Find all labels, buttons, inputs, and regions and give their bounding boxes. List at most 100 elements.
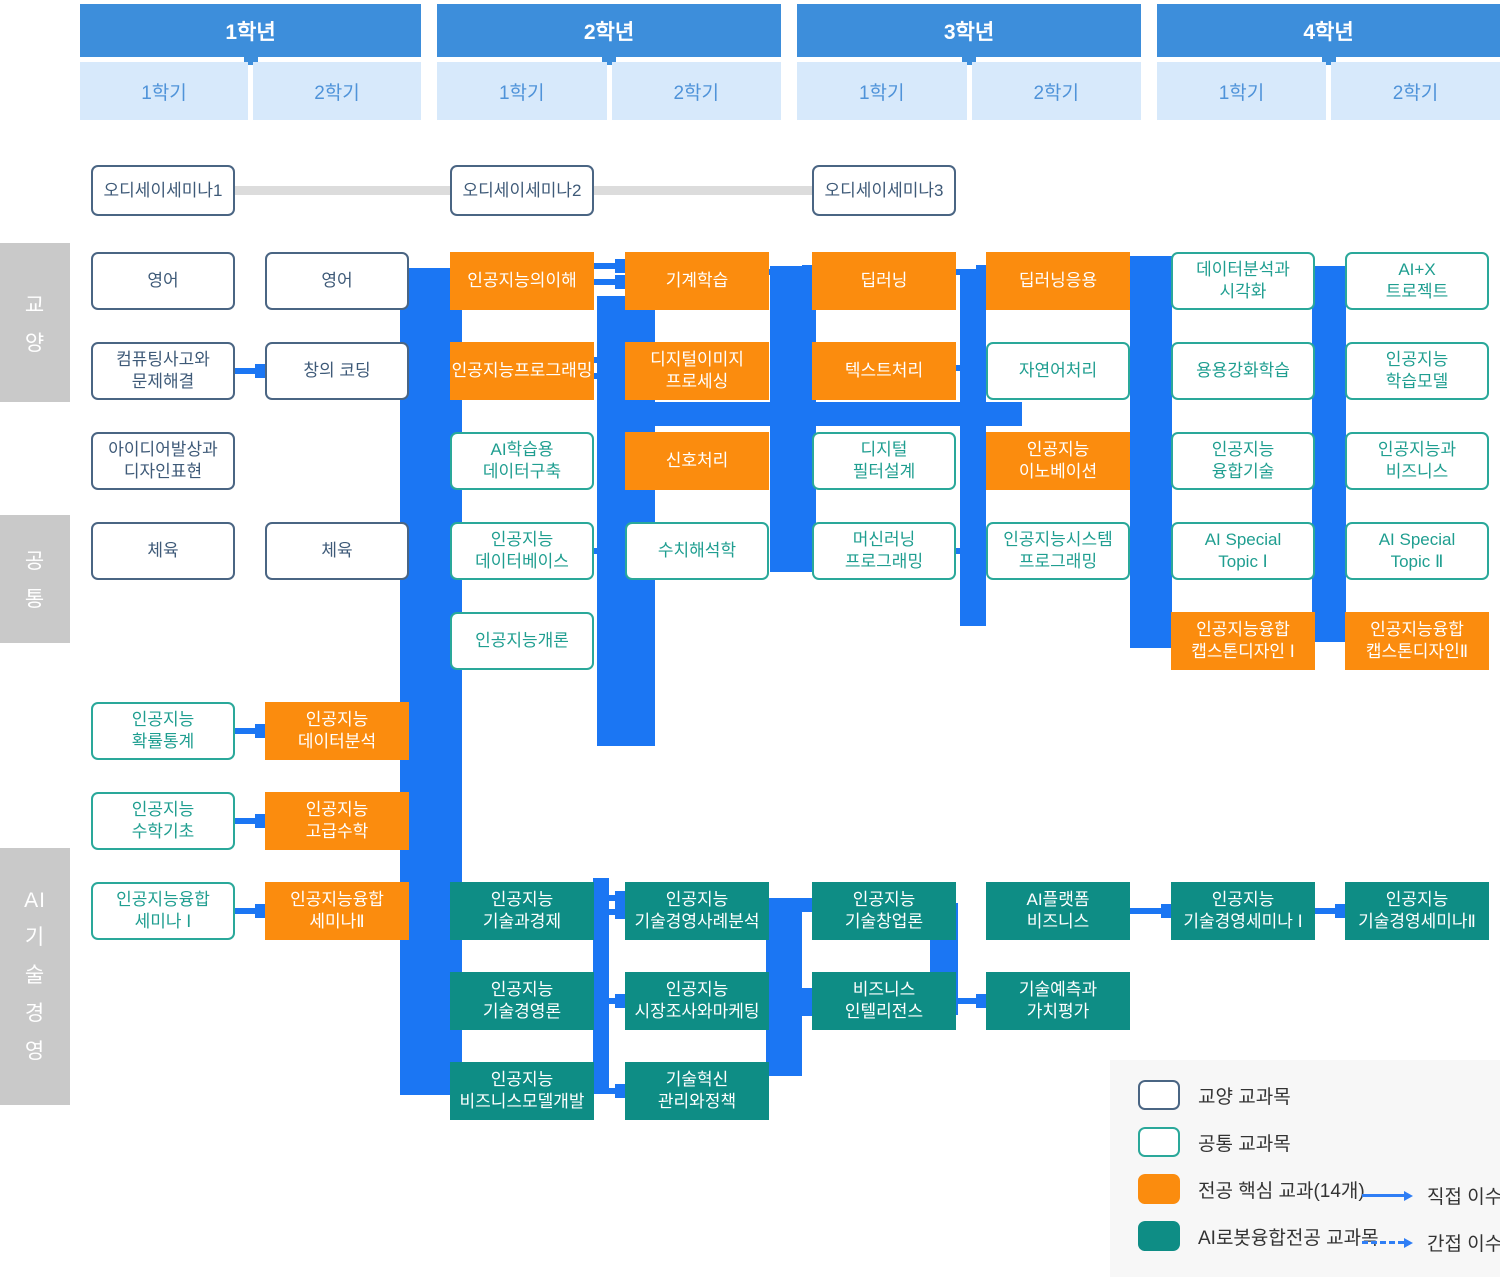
dashed-arrow-icon	[1362, 1241, 1404, 1244]
arrowhead	[976, 265, 986, 279]
section-label-text: 공	[24, 550, 46, 573]
section-label-text: 영	[24, 1039, 46, 1063]
year-header: 2학년	[437, 4, 781, 57]
legend-label: 공통 교과목	[1198, 1133, 1291, 1155]
arrowhead-icon	[1404, 1190, 1413, 1201]
course-box: 체육	[91, 522, 235, 580]
legend-label: 교양 교과목	[1198, 1086, 1291, 1108]
arrow-line	[234, 818, 265, 824]
legend-label: 전공 핵심 교과(14개)	[1198, 1180, 1365, 1202]
course-box: 인공지능 학습모델	[1345, 342, 1489, 400]
section-label-text: 교	[24, 293, 46, 317]
course-box: AI Special Topic Ⅰ	[1171, 522, 1315, 580]
legend-arrow-label: 간접 이수	[1427, 1234, 1500, 1255]
course-box: AI플랫폼 비즈니스	[986, 882, 1130, 940]
arrowhead	[1335, 271, 1345, 285]
arrowhead	[615, 1084, 625, 1098]
legend-arrow-solid: 직접 이수	[1362, 1182, 1500, 1209]
course-box: 인공지능융합 세미나 Ⅰ	[91, 882, 235, 940]
arrowhead	[615, 275, 625, 289]
course-box: AI+X 트로젝트	[1345, 252, 1489, 310]
semester-header: 1학기	[80, 62, 248, 120]
course-box: 용용강화학습	[1171, 342, 1315, 400]
arrowhead	[802, 988, 812, 1002]
arrow-line	[234, 728, 265, 734]
course-box: 기계학습	[625, 252, 769, 310]
semester-header: 2학기	[971, 62, 1141, 120]
course-box: 인공지능개론	[450, 612, 594, 670]
arrow-line	[1314, 908, 1345, 914]
course-box: 인공지능 기술경영세미나Ⅱ	[1345, 882, 1489, 940]
course-box: AI학습용 데이터구축	[450, 432, 594, 490]
odyssey-course-box: 오디세이세미나1	[91, 165, 235, 216]
arrow-line	[956, 998, 986, 1004]
arrowhead	[615, 905, 625, 919]
arrow-line	[234, 908, 265, 914]
course-box: 딥러닝	[812, 252, 956, 310]
connector-line	[597, 402, 1022, 426]
course-box: 신호처리	[625, 432, 769, 490]
section-label-text: 통	[24, 588, 46, 611]
course-box: 인공지능융합 캡스톤디자인Ⅱ	[1345, 612, 1489, 670]
course-box: 인공지능프로그래밍	[450, 342, 594, 400]
course-box: 인공지능 융합기술	[1171, 432, 1315, 490]
arrowhead	[255, 364, 265, 378]
arrowhead	[615, 544, 625, 558]
course-box: 딥러닝응용	[986, 252, 1130, 310]
year-header-tab	[243, 57, 258, 65]
arrowhead	[1161, 271, 1171, 285]
course-box: 데이터분석과 시각화	[1171, 252, 1315, 310]
year-header: 4학년	[1157, 4, 1500, 57]
course-box: 인공지능과 비즈니스	[1345, 432, 1489, 490]
year-header-tab	[962, 57, 976, 65]
course-box: 비즈니스 인텔리전스	[812, 972, 956, 1030]
course-box: 수치해석학	[625, 522, 769, 580]
arrow-line	[594, 357, 625, 363]
arrow-line	[594, 279, 625, 285]
arrow-line	[956, 365, 986, 371]
semester-header: 1학기	[1157, 62, 1326, 120]
course-box: 인공지능 고급수학	[265, 792, 409, 850]
section-label-text: 경	[24, 1001, 46, 1025]
arrow-line	[769, 1006, 812, 1012]
section-label-text: AI	[24, 888, 46, 912]
arrow-line	[769, 269, 812, 275]
arrowhead	[1161, 904, 1171, 918]
arrowhead	[615, 891, 625, 905]
odyssey-course-box: 오디세이세미나3	[812, 165, 956, 216]
arrowhead	[255, 904, 265, 918]
arrow-line	[1314, 455, 1345, 461]
course-box: 인공지능 데이터베이스	[450, 522, 594, 580]
legend-swatch-common	[1138, 1127, 1180, 1157]
course-box: 인공지능 기술경영사례분석	[625, 882, 769, 940]
arrowhead-icon	[1404, 1237, 1413, 1248]
course-box: 인공지능 기술경영론	[450, 972, 594, 1030]
course-box: 영어	[91, 252, 235, 310]
arrow-line	[594, 909, 625, 915]
course-box: AI Special Topic Ⅱ	[1345, 522, 1489, 580]
arrow-line	[594, 263, 625, 269]
course-box: 인공지능 이노베이션	[986, 432, 1130, 490]
course-box: 아이디어발상과 디자인표현	[91, 432, 235, 490]
arrow-line	[1130, 908, 1171, 914]
legend-item-core: 전공 핵심 교과(14개)	[1138, 1174, 1365, 1204]
legend-item-airobot: AI로봇융합전공 교과목	[1138, 1221, 1379, 1251]
arrow-line	[234, 368, 265, 374]
arrowhead	[1335, 451, 1345, 465]
arrow-line	[1130, 455, 1171, 461]
odyssey-course-box: 오디세이세미나2	[450, 165, 594, 216]
arrowhead	[615, 353, 625, 367]
course-box: 인공지능시스템 프로그래밍	[986, 522, 1130, 580]
connector-line	[960, 274, 986, 626]
course-box: 영어	[265, 252, 409, 310]
course-box: 인공지능의이해	[450, 252, 594, 310]
course-box: 인공지능 기술과경제	[450, 882, 594, 940]
section-label-text: 기	[24, 925, 46, 949]
arrow-line	[956, 548, 986, 554]
arrowhead	[1161, 451, 1171, 465]
arrowhead	[1335, 904, 1345, 918]
year-header: 3학년	[797, 4, 1141, 57]
arrowhead	[615, 259, 625, 273]
